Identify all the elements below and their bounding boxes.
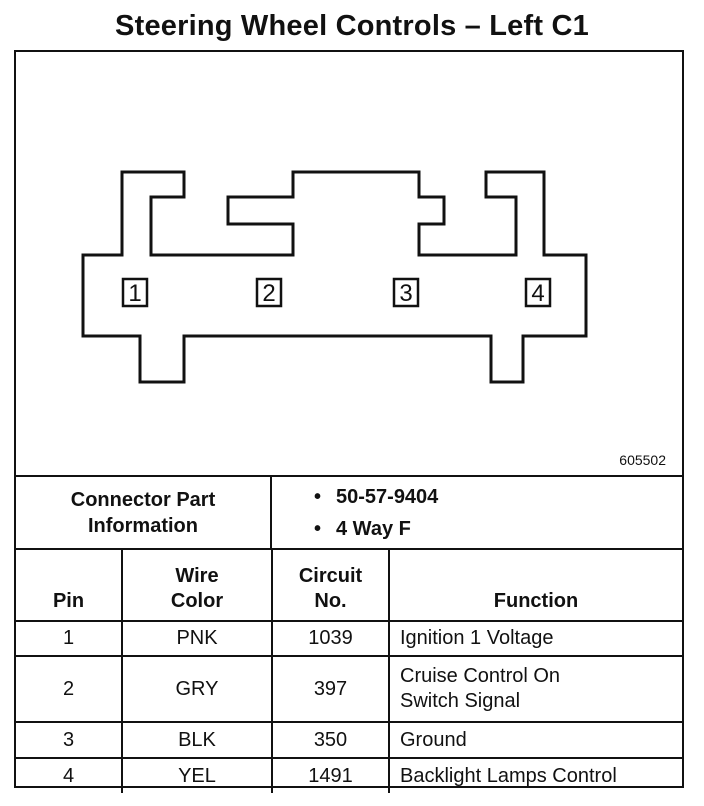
table-row: 1 PNK 1039 Ignition 1 Voltage [16,620,682,657]
cell-function: Ground [388,721,682,759]
connector-info-label-line1: Connector Part [70,488,216,511]
connector-diagram: 1 2 3 4 605502 [16,52,682,477]
bullet-icon: • [314,518,322,540]
header-function: Function [388,550,682,622]
cell-circuit: 1039 [271,620,390,657]
connector-body-outline [81,170,588,384]
cell-color: PNK [121,620,273,657]
table-row: 3 BLK 350 Ground [16,721,682,759]
pin-label-3: 3 [399,280,412,307]
cell-circuit: 397 [271,655,390,723]
cell-function: Ignition 1 Voltage [388,620,682,657]
pin-box-1 [121,277,149,308]
connector-type: 4 Way F [336,518,411,540]
cell-circuit: 350 [271,721,390,759]
cell-function: Backlight Lamps Control [388,757,682,793]
cell-pin: 1 [16,620,123,657]
cell-pin: 2 [16,655,123,723]
table-row: 4 YEL 1491 Backlight Lamps Control [16,757,682,793]
list-item: • 50-57-9404 [272,481,682,513]
cell-circuit: 1491 [271,757,390,793]
connector-part-info: Connector Part Information • 50-57-9404 •… [16,477,682,550]
pin-label-1: 1 [128,280,141,307]
cell-color: YEL [121,757,273,793]
pin-box-3 [392,277,420,308]
connector-frame: 1 2 3 4 605502 Connector Part Informatio… [14,50,684,793]
figure-code: 605502 [619,452,666,468]
cell-color: GRY [121,655,273,723]
pin-label-4: 4 [531,280,544,307]
pin-box-4 [524,277,552,308]
connector-info-label: Connector Part Information [16,477,272,548]
list-item: • 4 Way F [272,513,682,545]
connector-info-label-line2: Information [88,514,198,537]
connector-info-list: • 50-57-9404 • 4 Way F [272,481,682,545]
cell-color: BLK [121,721,273,759]
bullet-icon: • [314,486,322,508]
cell-pin: 4 [16,757,123,793]
diagram-title: Steering Wheel Controls – Left C1 [115,10,589,42]
cell-pin: 3 [16,721,123,759]
part-number: 50-57-9404 [336,486,439,508]
pin-label-2: 2 [262,280,275,307]
connector-drawing: 1 2 3 4 [81,170,588,384]
header-pin: Pin [16,550,123,622]
pin-box-2 [255,277,283,308]
